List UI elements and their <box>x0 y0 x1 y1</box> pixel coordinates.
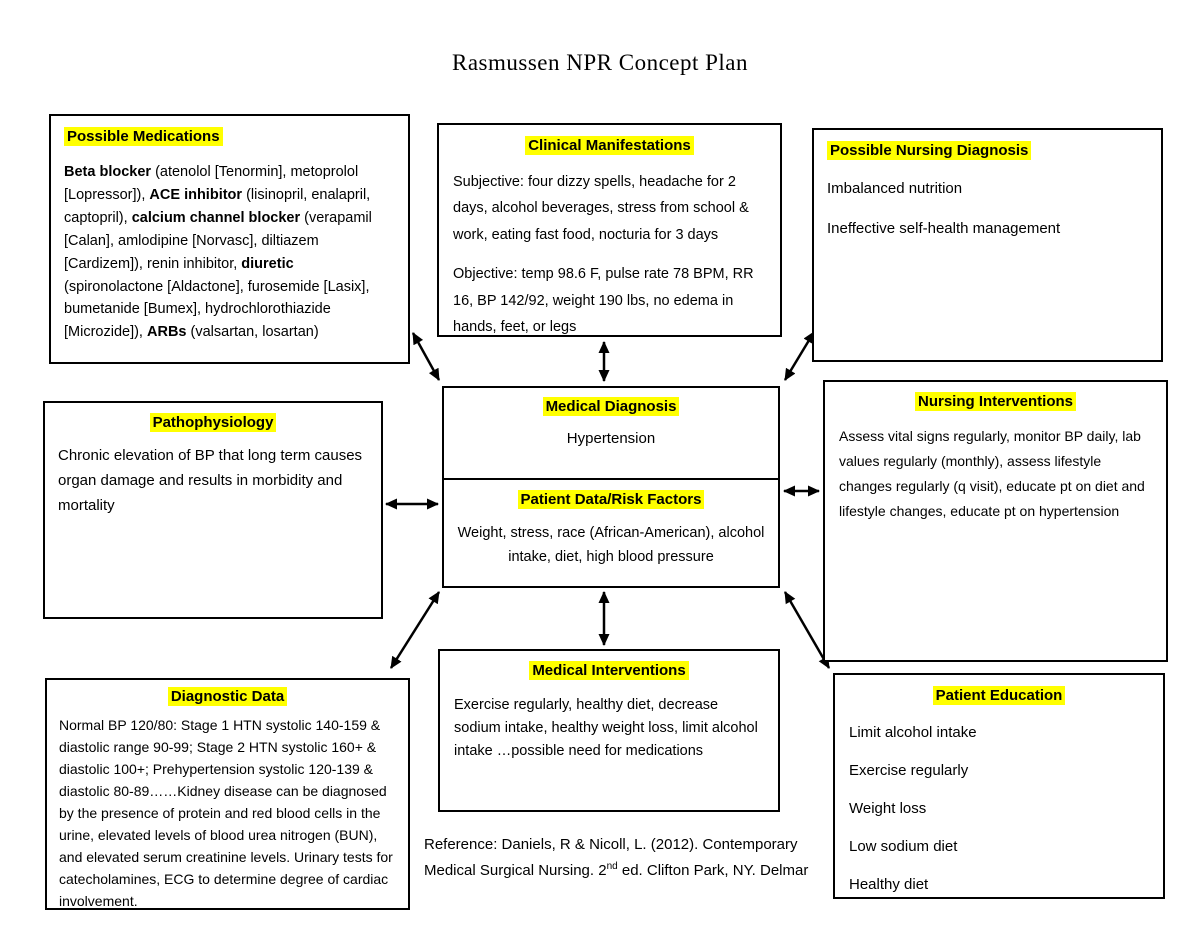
medical-diagnosis-section: Medical Diagnosis Hypertension <box>444 388 778 480</box>
clinical-manifestations-box: Clinical Manifestations Subjective: four… <box>437 123 782 337</box>
patient-education-item: Low sodium diet <box>849 838 958 855</box>
nursing-interventions-box: Nursing Interventions Assess vital signs… <box>823 380 1168 662</box>
medical-interventions-box: Medical Interventions Exercise regularly… <box>438 649 780 812</box>
diagnostic-data-header: Diagnostic Data <box>59 686 396 707</box>
arrow-medications-diagnosis <box>411 332 441 381</box>
reference-suffix: ed. Clifton Park, NY. Delmar <box>617 862 809 880</box>
page-title: Rasmussen NPR Concept Plan <box>451 50 749 75</box>
arrow-center-diagnosticdata <box>389 591 441 669</box>
medical-diagnosis-value: Hypertension <box>566 430 656 447</box>
patient-education-item: Limit alcohol intake <box>849 724 977 741</box>
possible-medications-box: Possible Medications Beta blocker (ateno… <box>49 114 410 364</box>
pathophysiology-text: Chronic elevation of BP that long term c… <box>58 447 363 514</box>
patient-education-box: Patient Education Limit alcohol intake E… <box>833 673 1165 899</box>
patient-data-section: Patient Data/Risk Factors Weight, stress… <box>444 480 778 571</box>
pathophysiology-header: Pathophysiology <box>58 412 368 433</box>
patient-education-item: Healthy diet <box>849 876 929 893</box>
medical-interventions-text: Exercise regularly, healthy diet, decrea… <box>454 697 758 760</box>
nursing-diagnosis-item: Ineffective self-health management <box>827 219 1061 237</box>
objective-data-text: Objective: temp 98.6 F, pulse rate 78 BP… <box>453 266 754 335</box>
patient-data-header: Patient Data/Risk Factors <box>456 489 766 510</box>
reference-ordinal-superscript: nd <box>606 861 618 873</box>
arrow-nursingdx-diagnosis <box>783 331 816 381</box>
diagnostic-data-text: Normal BP 120/80: Stage 1 HTN systolic 1… <box>59 717 393 909</box>
reference-citation: Reference: Daniels, R & Nicoll, L. (2012… <box>424 832 824 885</box>
possible-medications-text: Beta blocker (atenolol [Tenormin], metop… <box>64 164 372 341</box>
pathophysiology-box: Pathophysiology Chronic elevation of BP … <box>43 401 383 619</box>
patient-education-header: Patient Education <box>849 685 1149 706</box>
medical-interventions-header: Medical Interventions <box>454 660 764 681</box>
possible-nursing-diagnosis-header: Possible Nursing Diagnosis <box>827 140 1148 161</box>
reference-prefix: Reference: Daniels, R & Nicoll, L. (2012… <box>424 836 798 880</box>
patient-education-item: Exercise regularly <box>849 762 969 779</box>
subjective-data-text: Subjective: four dizzy spells, headache … <box>453 174 749 243</box>
patient-education-item: Weight loss <box>849 800 927 817</box>
central-diagnosis-box: Medical Diagnosis Hypertension Patient D… <box>442 386 780 588</box>
clinical-manifestations-header: Clinical Manifestations <box>453 135 766 156</box>
patient-data-text: Weight, stress, race (African-American),… <box>457 524 765 566</box>
medical-diagnosis-header: Medical Diagnosis <box>456 396 766 417</box>
nursing-interventions-header: Nursing Interventions <box>839 391 1152 412</box>
nursing-interventions-text: Assess vital signs regularly, monitor BP… <box>839 428 1145 519</box>
possible-nursing-diagnosis-box: Possible Nursing Diagnosis Imbalanced nu… <box>812 128 1163 362</box>
possible-medications-header: Possible Medications <box>64 126 395 147</box>
diagnostic-data-box: Diagnostic Data Normal BP 120/80: Stage … <box>45 678 410 910</box>
nursing-diagnosis-item: Imbalanced nutrition <box>827 180 963 197</box>
